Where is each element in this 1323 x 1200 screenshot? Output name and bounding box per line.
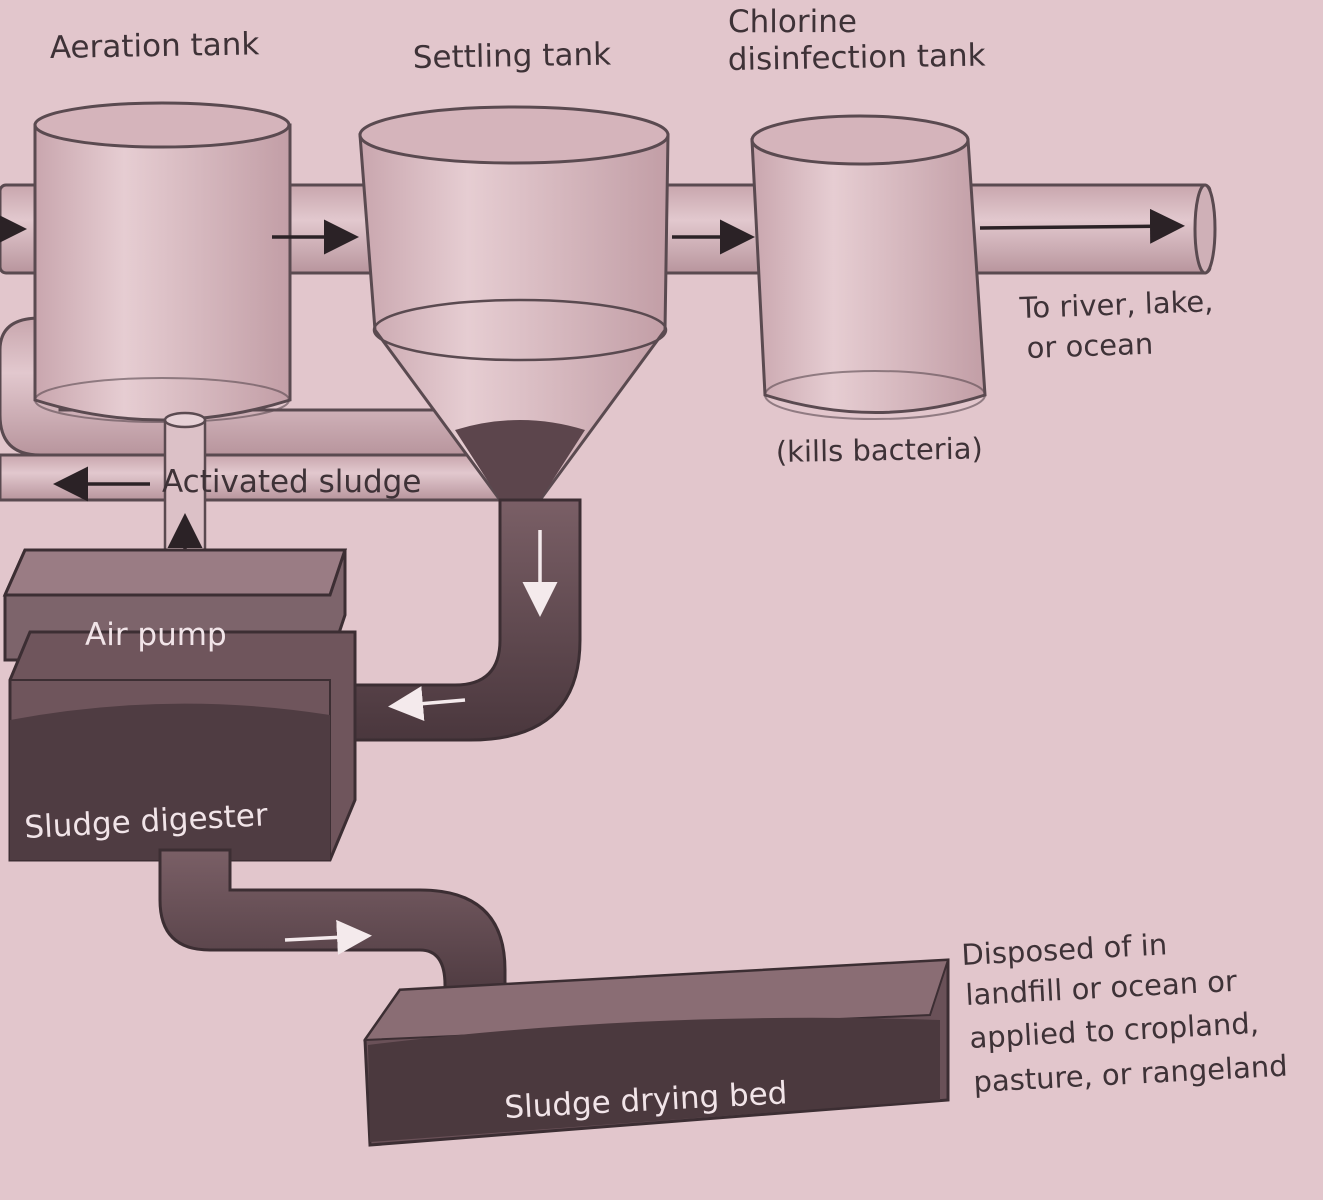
chlorine-tank-label-line2: disinfection tank (728, 38, 986, 78)
activated-sludge-label: Activated sludge (162, 464, 421, 500)
drying-bed-arrow (284, 919, 372, 955)
aeration-tank (33, 101, 292, 423)
outflow-label-line1: To river, lake, (1018, 284, 1214, 325)
aeration-tank-label: Aeration tank (50, 26, 260, 66)
outflow-pipe-end (1193, 183, 1217, 275)
settling-tank (358, 105, 670, 502)
chlorine-disinfection-tank (750, 114, 987, 420)
disposal-label-line4: pasture, or rangeland (973, 1049, 1289, 1099)
disposal-label-line1: Disposed of in (961, 927, 1168, 972)
sludge-digester (8, 630, 357, 862)
digester-in-arrow (388, 686, 466, 722)
disposal-label-line3: applied to cropland, (969, 1006, 1260, 1055)
drying-bed-pipe (158, 848, 507, 1012)
kills-bacteria-label: (kills bacteria) (776, 431, 984, 469)
sludge-transfer-pipe (338, 498, 582, 742)
flow-arrow-4 (979, 208, 1185, 244)
sludge-drying-bed (363, 958, 950, 1147)
outflow-label-line2: or ocean (1026, 327, 1154, 365)
disposal-label-line2: landfill or ocean or (965, 964, 1238, 1012)
chlorine-tank-label-line1: Chlorine (728, 4, 857, 40)
settling-tank-label: Settling tank (413, 37, 612, 76)
air-pump-label: Air pump (85, 617, 227, 653)
